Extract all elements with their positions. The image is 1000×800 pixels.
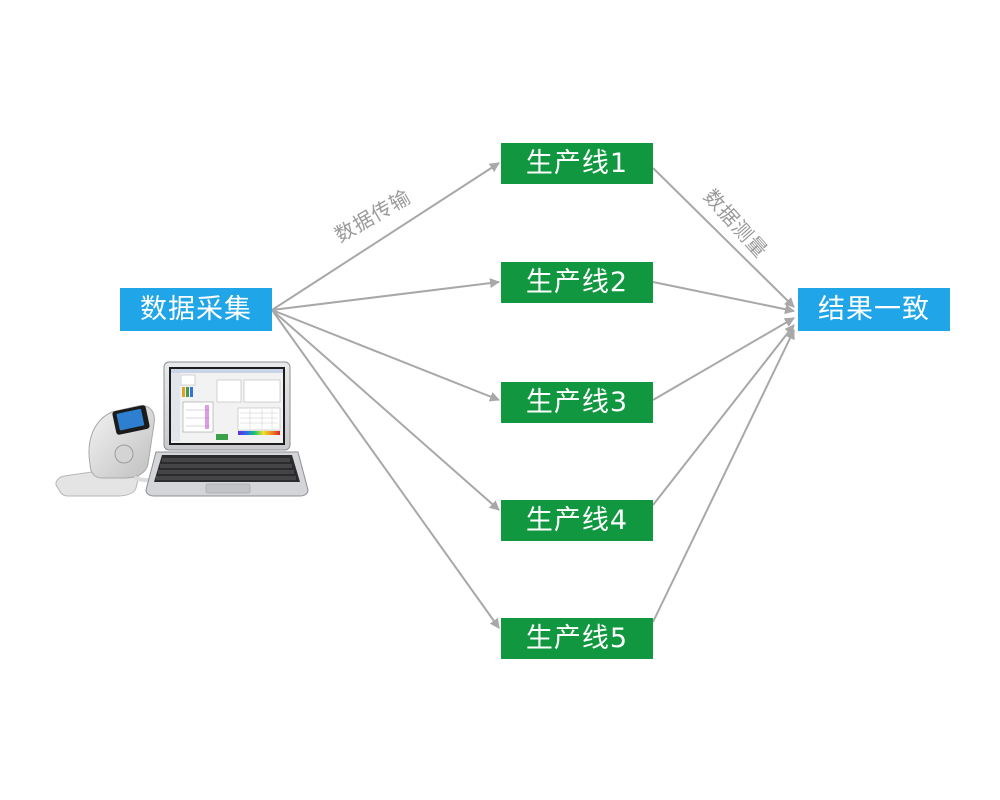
data-collection-node: 数据采集 [120,288,272,331]
arrow-line-5-to-result [652,329,795,623]
arrow-line-2-to-result [652,281,795,315]
production-line-2-node: 生产线2 [501,262,653,303]
spectrophotometer-icon [55,405,166,497]
production-line-4-node: 生产线4 [501,500,653,541]
arrow-collect-to-line-2 [271,278,500,311]
arrow-line-1-to-result [652,167,795,308]
production-line-3-node: 生产线3 [501,382,653,423]
arrow-collect-to-line-1 [271,162,500,311]
result-consistent-node: 结果一致 [798,288,950,331]
production-line-5-node: 生产线5 [501,618,653,659]
arrow-collect-to-line-4 [271,309,500,511]
arrow-collect-to-line-3 [271,309,500,402]
production-line-1-node: 生产线1 [501,143,653,184]
laptop-icon [145,361,309,497]
arrow-collect-to-line-5 [271,309,500,629]
arrow-line-4-to-result [652,324,795,506]
device-illustration [55,361,309,497]
arrow-line-3-to-result [652,317,795,401]
